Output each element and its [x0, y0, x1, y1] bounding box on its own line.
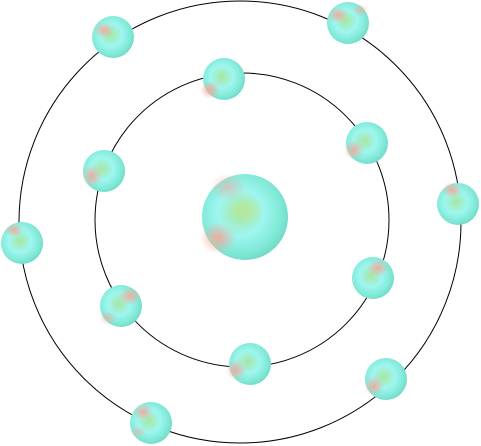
electron: [1, 222, 43, 264]
electron: [82, 150, 125, 192]
electron: [352, 257, 394, 299]
electron: [344, 122, 388, 164]
electron: [226, 343, 271, 385]
electron: [200, 58, 245, 100]
nucleus: [200, 173, 288, 260]
electron: [99, 285, 142, 327]
electron: [327, 2, 369, 44]
electron: [364, 358, 407, 400]
electron: [130, 402, 172, 444]
electron: [437, 182, 479, 225]
electron: [92, 16, 134, 58]
